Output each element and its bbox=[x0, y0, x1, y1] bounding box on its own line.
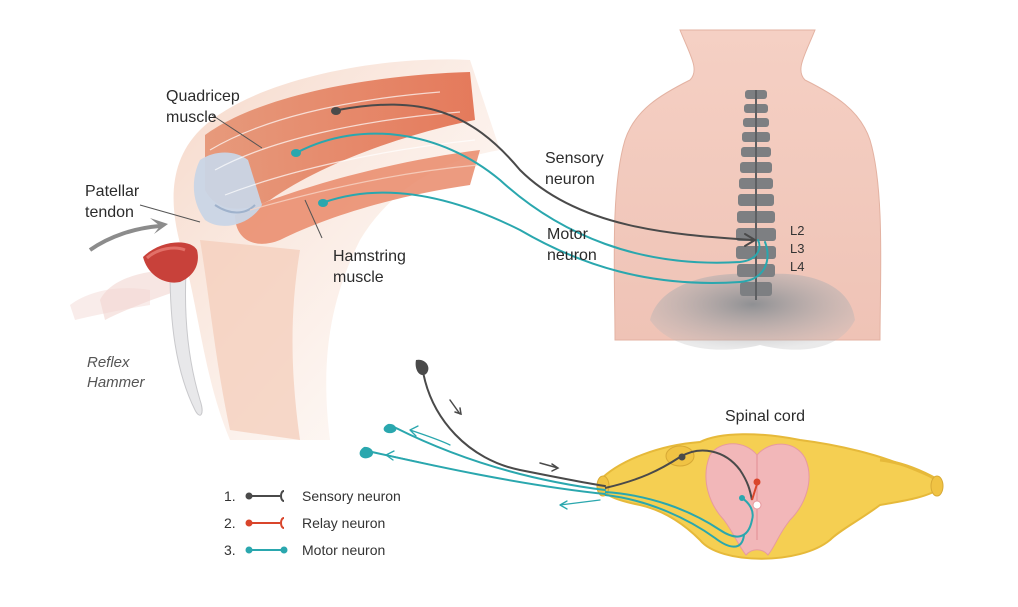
legend-row-sensory: 1. Sensory neuron bbox=[224, 486, 401, 506]
swing-arrow-icon bbox=[150, 218, 168, 234]
spinal-cord-section bbox=[596, 433, 944, 560]
legend-row-motor: 3. Motor neuron bbox=[224, 540, 385, 560]
label-spinal-cord: Spinal cord bbox=[725, 408, 806, 425]
label-motor-neuron: Motor neuron bbox=[547, 226, 597, 264]
label-quadricep-muscle: Quadricep muscle bbox=[166, 88, 240, 126]
legend-number: 3. bbox=[224, 542, 236, 558]
neuron-pathways bbox=[291, 103, 769, 284]
legend-row-relay: 2. Relay neuron bbox=[224, 513, 385, 533]
legend-number: 2. bbox=[224, 515, 236, 531]
legend-label: Motor neuron bbox=[302, 542, 386, 558]
reflex-hammer bbox=[70, 218, 203, 416]
legend-number: 1. bbox=[224, 488, 236, 504]
legend-label: Relay neuron bbox=[302, 515, 386, 531]
sensory-neuron-path bbox=[337, 103, 753, 241]
pelvis bbox=[650, 273, 855, 350]
motor-neuron-path-1 bbox=[297, 132, 761, 264]
relay-neuron-icon bbox=[245, 517, 285, 529]
label-hamstring-muscle: Hamstring muscle bbox=[333, 248, 406, 286]
label-l3: L3 bbox=[790, 241, 805, 256]
label-l2: L2 bbox=[790, 223, 805, 238]
legend-label: Sensory neuron bbox=[302, 488, 401, 504]
knee-tendon bbox=[193, 152, 262, 226]
hamstring-muscle bbox=[235, 150, 480, 244]
lower-neuron-lines bbox=[359, 359, 606, 510]
sensory-neuron-icon bbox=[245, 490, 285, 502]
leader-lines bbox=[139, 114, 323, 239]
motor-neuron-path-2 bbox=[324, 191, 769, 284]
sensory-arrow-icon bbox=[744, 233, 757, 247]
torso-illustration bbox=[613, 29, 882, 350]
label-l4: L4 bbox=[790, 259, 805, 274]
label-patellar-tendon: Patellar tendon bbox=[85, 183, 140, 221]
relay-neuron-path bbox=[751, 483, 758, 501]
motor-neuron-icon bbox=[245, 546, 288, 554]
label-reflex-hammer: Reflex Hammer bbox=[87, 354, 145, 391]
label-sensory-neuron: Sensory neuron bbox=[545, 150, 604, 188]
